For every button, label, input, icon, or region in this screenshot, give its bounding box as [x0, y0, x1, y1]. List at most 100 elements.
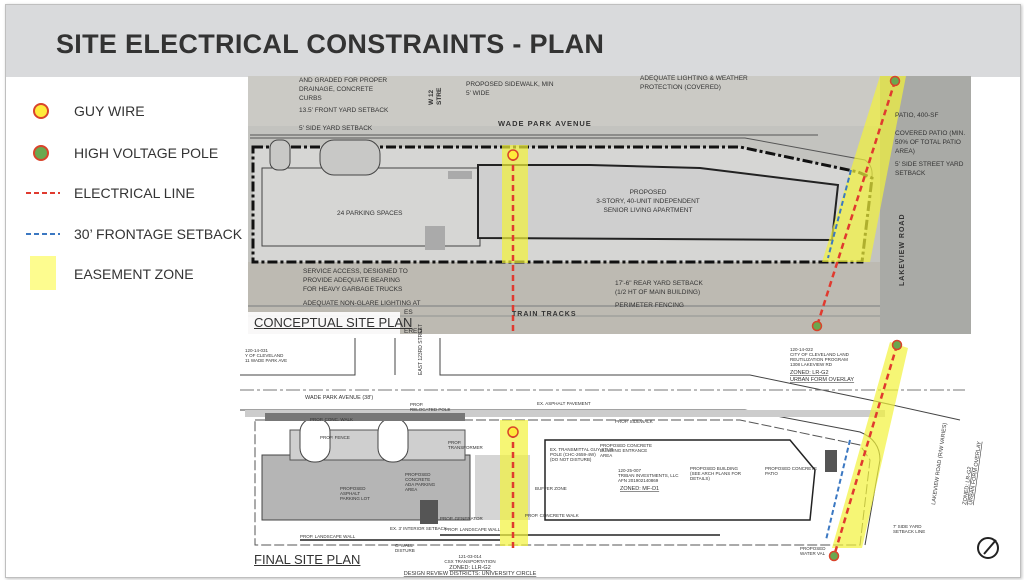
zoning-label: ZONED: LR-G2	[962, 466, 973, 505]
label: PROP.	[410, 402, 423, 407]
label: BUILDING ENTRANCE	[600, 448, 647, 453]
label: 7' SIDE YARD	[893, 524, 922, 529]
label: SERVICE ACCESS, DESIGNED TO	[303, 268, 408, 275]
page-title: SITE ELECTRICAL CONSTRAINTS - PLAN	[56, 29, 605, 59]
street-label: W 12	[428, 89, 435, 105]
label: EX. ASPHALT PAVEMENT	[537, 401, 591, 406]
label: (SEE ARCH PLANS FOR	[690, 471, 742, 476]
label: PATIO, 400-SF	[895, 112, 938, 119]
label: 17'-6" REAR YARD SETBACK	[615, 280, 704, 287]
label: PROPOSED	[405, 472, 431, 477]
label: PROP. CONCRETE WALK	[525, 513, 579, 518]
final-site-plan-caption: FINAL SITE PLAN	[254, 552, 361, 567]
label: TRIBAN INVESTMENTS, LLC	[618, 473, 679, 478]
label: PROVIDE ADEQUATE BEARING	[303, 277, 400, 284]
label: Y OF CLEVELAND	[245, 353, 284, 358]
legend-label: HIGH VOLTAGE POLE	[74, 145, 219, 161]
label: PROPOSED SIDEWALK, MIN	[466, 81, 554, 88]
label: PROP. CONC. WALK	[310, 417, 353, 422]
label: 120-14-031	[245, 348, 269, 353]
label: PROP. LANDSCAPE WALL	[445, 527, 501, 532]
label: DISTURB	[395, 548, 415, 553]
conceptual-site-plan: AND GRADED FOR PROPER DRAINAGE, CONCRETE…	[248, 75, 971, 335]
high-voltage-pole-marker[interactable]	[828, 550, 840, 562]
label: CURBS	[299, 95, 322, 102]
label: PROP. LANDSCAPE WALL	[300, 534, 356, 539]
high-voltage-pole-marker[interactable]	[811, 320, 823, 332]
zoning-label: ZONED: LR-G2	[790, 370, 829, 376]
building-label: SENIOR LIVING APARTMENT	[604, 207, 693, 214]
label: PROP. SIDEWALK	[615, 419, 653, 424]
street-label: EAST 123RD STREET	[418, 324, 424, 375]
zoning-label: URBAN FORM OVERLAY	[790, 377, 854, 383]
label: AFN 201902140869	[618, 478, 659, 483]
high-voltage-pole-marker[interactable]	[889, 75, 901, 87]
label: DRAINAGE, CONCRETE	[299, 86, 374, 93]
label: DETAILS)	[690, 476, 710, 481]
label: PROP. FENCE	[320, 435, 350, 440]
label: 5' SIDE STREET YARD	[895, 161, 964, 168]
label: (1/2 HT OF MAIN BUILDING)	[615, 289, 700, 296]
label: PROPOSED CONCRETE	[600, 443, 652, 448]
street-label: STRE	[436, 87, 443, 105]
label: PROPOSED CONCRETE	[765, 466, 817, 471]
label: EX. TRANSMITTAL GUY STUB	[550, 447, 613, 452]
street-label-lakeview: LAKEVIEW ROAD	[899, 214, 906, 287]
caption-backing	[248, 312, 400, 334]
label: 120-14-022	[790, 347, 814, 352]
parking-label: 24 PARKING SPACES	[337, 210, 403, 217]
train-tracks-label: TRAIN TRACKS	[512, 311, 577, 318]
easement-zone	[832, 342, 908, 548]
zoning-label: ZONED: LLR-G2	[449, 565, 491, 571]
label: AREA)	[895, 148, 915, 155]
label: ASPHALT	[340, 491, 360, 496]
label: PROPOSED	[800, 546, 826, 551]
label: PROP. GENERATOR	[440, 516, 484, 521]
label: PROP.	[448, 440, 461, 445]
label: TRANSFORMER	[448, 445, 484, 450]
label: (DO NOT DISTURB)	[550, 457, 592, 462]
street-label-wade-park: WADE PARK AVENUE	[498, 119, 592, 128]
guy-wire-marker[interactable]	[507, 426, 519, 438]
easement-zone	[822, 76, 906, 262]
high-voltage-pole-icon	[33, 145, 49, 161]
frontage-setback-line	[827, 169, 852, 259]
building-label: PROPOSED	[630, 189, 667, 196]
label: SETBACK LINE	[893, 529, 925, 534]
label: 120-25-007	[618, 468, 642, 473]
label: AREA	[600, 453, 612, 458]
conceptual-site-plan-caption: CONCEPTUAL SITE PLAN	[254, 315, 413, 330]
label: ADEQUATE LIGHTING & WEATHER	[640, 75, 748, 82]
high-voltage-pole-marker[interactable]	[891, 339, 903, 351]
label: REUTILIZATION PROGRAM	[790, 357, 848, 362]
label: PATIO	[765, 471, 778, 476]
electrical-line	[832, 344, 899, 557]
label: FOR HEAVY GARBAGE TRUCKS	[303, 286, 403, 293]
label: ADEQUATE NON-GLARE LIGHTING AT	[303, 300, 421, 307]
electrical-line-icon	[26, 192, 60, 194]
logo-icon	[977, 537, 999, 559]
label: AND GRADED FOR PROPER	[299, 77, 387, 84]
label: PERIMETER FENCING	[615, 302, 684, 309]
label: PROTECTION (COVERED)	[640, 84, 721, 91]
label: RELOCATED POLE	[410, 407, 450, 412]
label: PROPOSED BUILDING	[690, 466, 739, 471]
label: AREA	[405, 487, 417, 492]
zoning-label: ZONED: MF-D1	[620, 486, 659, 492]
legend-label: EASEMENT ZONE	[74, 266, 194, 282]
label: 1308 LAKEVIEW RD	[790, 362, 833, 367]
guy-wire-icon	[33, 103, 49, 119]
label: ES	[404, 309, 413, 316]
guy-wire-marker[interactable]	[507, 149, 519, 161]
label: 5' WIDE	[466, 90, 490, 97]
label: EX. 3' INTERIOR SETBACK	[390, 526, 447, 531]
district-label: DESIGN REVIEW DISTRICTS: UNIVERSITY CIRC…	[404, 571, 537, 577]
legend-label: GUY WIRE	[74, 103, 145, 119]
label: PROPOSED	[340, 486, 366, 491]
label: WATER VAL	[800, 551, 826, 556]
label: BUFFER ZONE	[535, 486, 567, 491]
easement-zone-icon	[30, 256, 56, 290]
street-label-wade-park: WADE PARK AVENUE (38')	[305, 395, 373, 401]
label: 121-03-014	[458, 554, 482, 559]
final-site-plan: 120-14-031 Y OF CLEVELAND 11 WADE PARK A…	[230, 324, 983, 577]
